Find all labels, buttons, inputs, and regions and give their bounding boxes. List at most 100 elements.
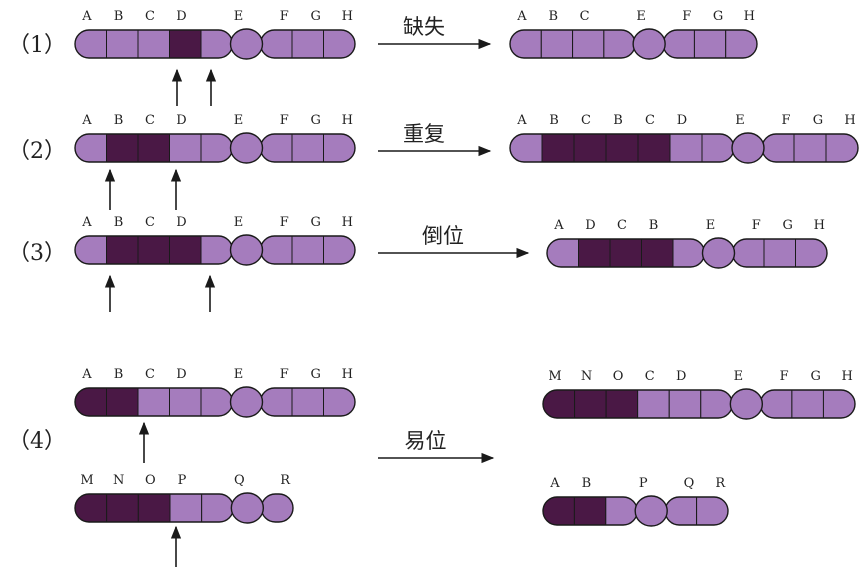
- gene-label: Q: [234, 473, 245, 488]
- gene-label: F: [280, 113, 289, 128]
- gene-label: C: [580, 9, 590, 24]
- gene-label: F: [280, 367, 289, 382]
- centromere: [229, 28, 264, 60]
- gene-segment: [609, 239, 642, 267]
- gene-label: N: [581, 369, 592, 384]
- gene-label: F: [780, 369, 789, 384]
- gene-segment: [637, 134, 671, 162]
- row-label: （2）: [8, 139, 66, 164]
- gene-label: O: [613, 369, 624, 384]
- centromere: [701, 237, 736, 269]
- chromosome: [509, 132, 859, 164]
- gene-segment: [200, 30, 233, 58]
- gene-label: D: [676, 369, 686, 384]
- gene-segment: [169, 134, 202, 162]
- gene-segment: [291, 388, 324, 416]
- gene-label: G: [810, 369, 820, 384]
- gene-segment: [822, 390, 855, 418]
- gene-label: Q: [684, 476, 695, 491]
- mutation-type-label: 倒位: [422, 224, 464, 248]
- gene-segment: [200, 388, 233, 416]
- gene-label: C: [645, 369, 655, 384]
- gene-segment: [106, 494, 139, 522]
- gene-label: A: [553, 218, 564, 233]
- gene-label: E: [234, 215, 244, 230]
- gene-segment: [793, 134, 827, 162]
- gene-segment: [291, 134, 324, 162]
- gene-segment: [169, 388, 202, 416]
- gene-label: D: [585, 218, 595, 233]
- mutation-type-label: 缺失: [403, 15, 445, 39]
- gene-label: C: [581, 113, 591, 128]
- gene-label: C: [145, 367, 155, 382]
- gene-label: E: [234, 9, 244, 24]
- chromosome: [74, 132, 356, 164]
- gene-segment: [668, 390, 702, 418]
- gene-label: G: [713, 9, 723, 24]
- chromosome: [74, 234, 356, 266]
- gene-label: E: [734, 369, 744, 384]
- centromere: [731, 132, 765, 164]
- gene-label: B: [582, 476, 592, 491]
- gene-label: P: [178, 473, 187, 488]
- gene-label: A: [81, 113, 92, 128]
- gene-label: F: [280, 9, 289, 24]
- mutation-type-label: 重复: [403, 122, 445, 146]
- gene-label: G: [311, 113, 321, 128]
- gene-segment: [637, 390, 670, 418]
- centromere: [229, 234, 264, 266]
- gene-label: H: [744, 9, 755, 24]
- gene-segment: [137, 494, 171, 522]
- gene-segment: [323, 30, 355, 58]
- chromosome: [542, 388, 856, 420]
- gene-label: H: [342, 113, 353, 128]
- mutation-type-label: 易位: [405, 429, 447, 453]
- gene-label: E: [234, 367, 244, 382]
- gene-segment: [200, 134, 233, 162]
- centromere: [634, 495, 668, 527]
- gene-label: E: [706, 218, 716, 233]
- gene-segment: [106, 236, 139, 264]
- gene-label: H: [844, 113, 855, 128]
- gene-label: C: [617, 218, 627, 233]
- gene-segment: [540, 30, 574, 58]
- gene-segment: [137, 388, 170, 416]
- chromosome: [509, 28, 758, 60]
- centromere: [632, 28, 666, 60]
- centromere: [230, 492, 265, 524]
- gene-label: B: [549, 9, 559, 24]
- gene-label: E: [735, 113, 745, 128]
- gene-segment: [323, 388, 355, 416]
- gene-label: O: [145, 473, 156, 488]
- row-label: （1）: [8, 33, 66, 58]
- gene-label: B: [114, 215, 124, 230]
- chromosome: [74, 492, 294, 524]
- gene-segment: [106, 134, 139, 162]
- gene-label: E: [636, 9, 646, 24]
- gene-segment: [137, 30, 170, 58]
- chromosome: [546, 237, 828, 269]
- centromere: [229, 386, 264, 418]
- gene-label: A: [516, 9, 527, 24]
- gene-segment: [323, 134, 355, 162]
- chromosome: [74, 386, 356, 418]
- gene-segment: [578, 239, 611, 267]
- gene-label: B: [549, 113, 559, 128]
- gene-segment: [725, 30, 758, 58]
- gene-label: B: [114, 9, 124, 24]
- gene-label: D: [176, 9, 186, 24]
- gene-label: F: [781, 113, 790, 128]
- gene-segment: [541, 134, 575, 162]
- gene-label: G: [311, 9, 321, 24]
- gene-label: E: [234, 113, 244, 128]
- gene-label: C: [145, 113, 155, 128]
- gene-segment: [763, 239, 796, 267]
- gene-label: D: [176, 215, 186, 230]
- gene-segment: [605, 134, 639, 162]
- gene-label: H: [342, 367, 353, 382]
- gene-label: C: [645, 113, 655, 128]
- gene-segment: [137, 236, 170, 264]
- centromere: [729, 388, 764, 420]
- gene-segment: [291, 30, 324, 58]
